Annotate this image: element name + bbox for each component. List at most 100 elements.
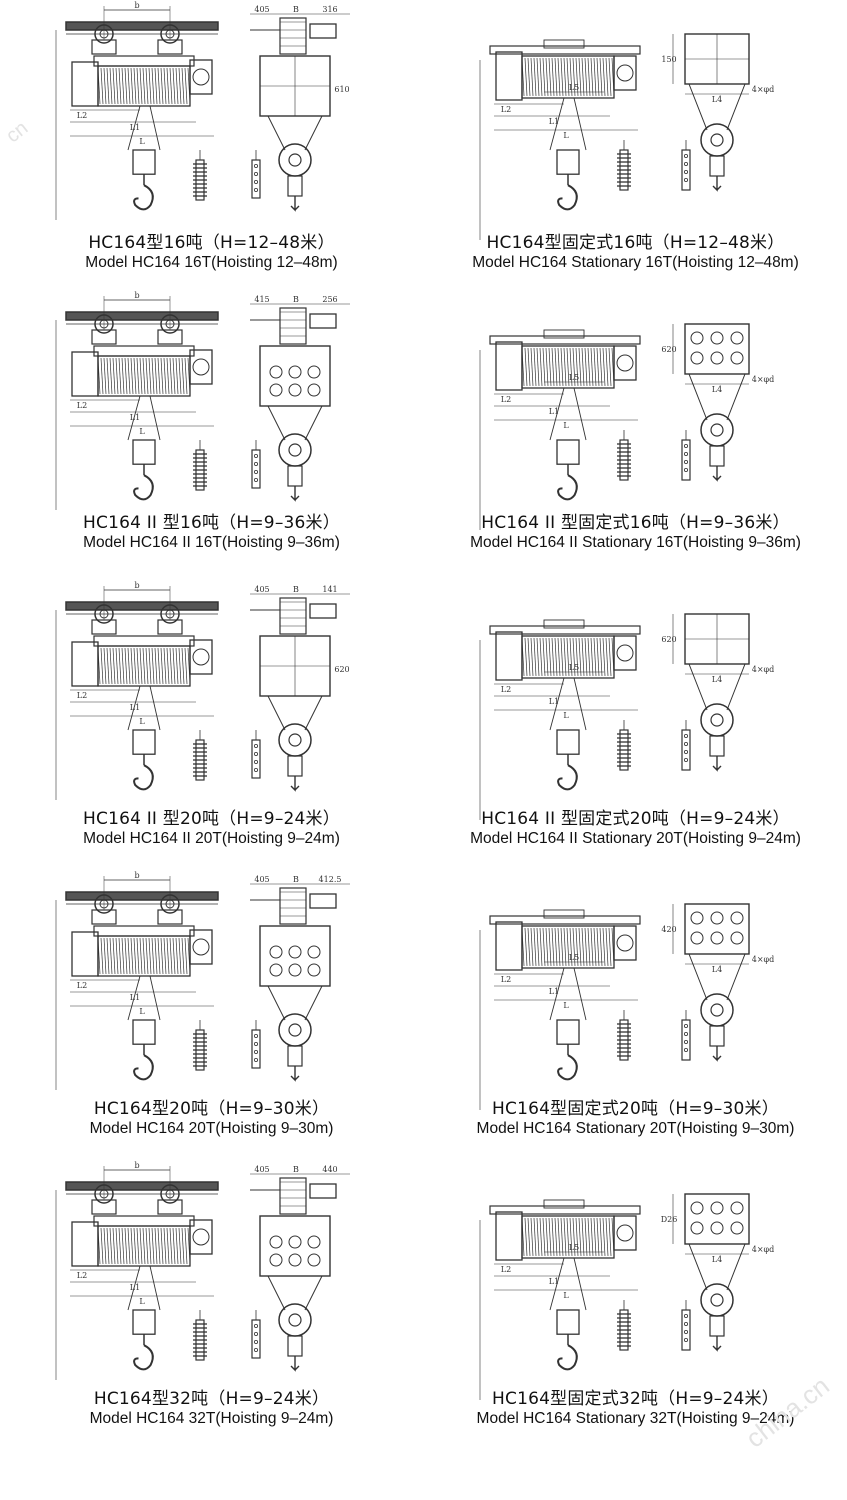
dim-l4-label: L4 <box>712 95 722 104</box>
dim-side-b-label: B <box>293 585 299 594</box>
dim-l4-label: L4 <box>712 1255 722 1264</box>
caption-chinese: HC164型固定式16吨（H=12–48米） <box>486 233 785 253</box>
dim-bolt-label: 4×φd <box>752 955 775 964</box>
dim-l2-label: L2 <box>77 1271 87 1280</box>
dim-b-label: b <box>134 1 139 10</box>
dim-l2-label: L2 <box>501 105 511 114</box>
dim-height-label: 610 <box>334 85 349 94</box>
caption-english: Model HC164 20T(Hoisting 9–30m) <box>89 1120 334 1137</box>
dim-l1-label: L1 <box>549 1277 559 1286</box>
dim-b-label: b <box>134 291 139 300</box>
caption-chinese: HC164 II 型固定式16吨（H=9–36米） <box>481 513 790 533</box>
dim-l2-label: L2 <box>77 981 87 990</box>
dim-bolt-label: 4×φd <box>752 375 775 384</box>
dim-side-c-label: 316 <box>322 5 337 14</box>
dim-bolt-label: 4×φd <box>752 1245 775 1254</box>
caption-chinese: HC164型20吨（H=9–30米） <box>93 1099 330 1119</box>
dim-height-label: 620 <box>334 665 349 674</box>
dim-l1-label: L1 <box>130 123 140 132</box>
dim-l5-label: L5 <box>569 1243 579 1252</box>
dim-side-a-label: 405 <box>254 585 269 594</box>
dim-l-label: L <box>139 427 145 436</box>
caption-english: Model HC164 II Stationary 20T(Hoisting 9… <box>470 830 801 847</box>
caption-chinese: HC164 II 型16吨（H=9–36米） <box>83 513 340 533</box>
dim-side-a-label: 405 <box>254 5 269 14</box>
caption-english: Model HC164 II 16T(Hoisting 9–36m) <box>83 534 340 551</box>
dim-side-c-label: 256 <box>322 295 337 304</box>
dim-l-label: L <box>563 1291 569 1300</box>
dim-l1-label: L1 <box>130 993 140 1002</box>
dim-height-label: D26 <box>661 1215 678 1224</box>
caption-chinese: HC164 II 型20吨（H=9–24米） <box>83 809 340 829</box>
caption-english: Model HC164 II 20T(Hoisting 9–24m) <box>83 830 340 847</box>
dim-side-b-label: B <box>293 295 299 304</box>
dim-side-c-label: 141 <box>322 585 337 594</box>
dim-height-label: 620 <box>661 345 676 354</box>
dim-l1-label: L1 <box>549 117 559 126</box>
dim-l-label: L <box>563 711 569 720</box>
caption-english: Model HC164 16T(Hoisting 12–48m) <box>85 254 338 271</box>
dim-side-c-label: 412.5 <box>319 875 342 884</box>
caption-chinese: HC164 II 型固定式20吨（H=9–24米） <box>481 809 790 829</box>
caption-chinese: HC164型固定式20吨（H=9–30米） <box>492 1099 779 1119</box>
dim-l1-label: L1 <box>549 407 559 416</box>
dim-l1-label: L1 <box>130 413 140 422</box>
caption-chinese: HC164型16吨（H=12–48米） <box>88 233 335 253</box>
dim-height-label: 420 <box>661 925 676 934</box>
dim-side-b-label: B <box>293 5 299 14</box>
dim-side-b-label: B <box>293 1165 299 1174</box>
caption-english: Model HC164 Stationary 16T(Hoisting 12–4… <box>472 254 799 271</box>
dim-l2-label: L2 <box>501 975 511 984</box>
dim-bolt-label: 4×φd <box>752 665 775 674</box>
dim-height-label: 150 <box>661 55 676 64</box>
caption-chinese: HC164型固定式32吨（H=9–24米） <box>492 1389 779 1409</box>
dim-l5-label: L5 <box>569 953 579 962</box>
dim-side-c-label: 440 <box>322 1165 337 1174</box>
dim-l4-label: L4 <box>712 965 722 974</box>
dim-side-a-label: 405 <box>254 1165 269 1174</box>
caption-english: Model HC164 32T(Hoisting 9–24m) <box>89 1410 334 1427</box>
dim-l-label: L <box>139 1297 145 1306</box>
dim-l4-label: L4 <box>712 385 722 394</box>
dim-l1-label: L1 <box>549 697 559 706</box>
dim-height-label: 620 <box>661 635 676 644</box>
dim-l2-label: L2 <box>77 401 87 410</box>
dim-l1-label: L1 <box>130 703 140 712</box>
dim-l2-label: L2 <box>501 395 511 404</box>
dim-l-label: L <box>139 717 145 726</box>
dim-l-label: L <box>139 1007 145 1016</box>
dim-side-a-label: 405 <box>254 875 269 884</box>
